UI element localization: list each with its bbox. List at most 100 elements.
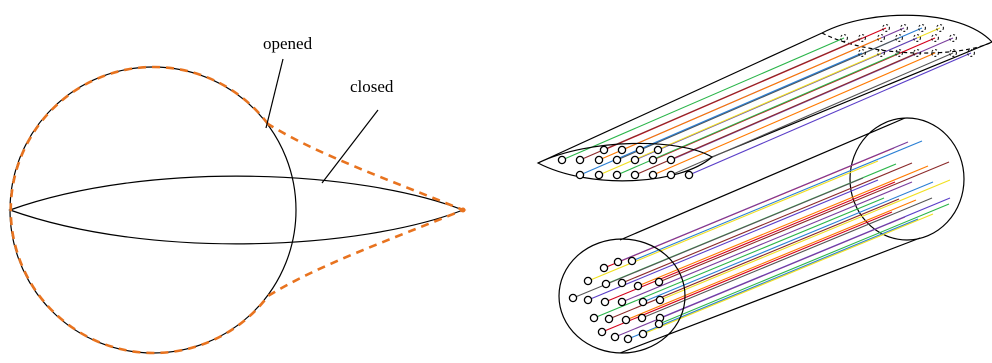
flat-fiber [634, 52, 918, 176]
flat-top-edge [537, 32, 823, 164]
flat-near-end [536, 142, 714, 182]
flat-far-hole [895, 34, 903, 42]
flat-far-hole [931, 49, 939, 57]
flat-far-hole [858, 49, 866, 57]
flat-far-hole [967, 49, 975, 57]
round-fibers [572, 140, 951, 340]
round-fiber [637, 165, 929, 287]
round-fiber [621, 162, 913, 284]
flat-far-hole [882, 24, 890, 32]
flat-far-hole [913, 49, 921, 57]
flat-fibers [561, 27, 972, 176]
round-fiber [604, 181, 896, 303]
round-fiber-hole [617, 297, 627, 307]
flat-fiber-hole [599, 145, 609, 155]
round-fiber [601, 211, 893, 333]
flattened-bundle [536, 14, 992, 182]
flat-far-hole [858, 34, 866, 42]
round-fiber-hole [583, 295, 593, 305]
round-fiber [627, 218, 919, 340]
round-fiber-hole [654, 277, 664, 287]
profile-figure: opened closed [8, 34, 467, 355]
round-fiber-hole [617, 278, 627, 288]
flat-fiber-hole [612, 155, 622, 165]
round-fiber [587, 179, 879, 301]
round-fiber-hole [604, 314, 614, 324]
flat-fiber-hole [617, 145, 627, 155]
round-fiber [642, 181, 934, 303]
round-fiber-hole [610, 332, 620, 342]
flat-fiber-hole [684, 170, 694, 180]
flat-fiber [688, 52, 972, 176]
round-fiber-hole [637, 313, 647, 323]
round-fiber [658, 161, 950, 283]
dashed-teardrop-profile [9, 65, 467, 355]
round-fiber [621, 181, 913, 303]
round-fiber-hole [654, 319, 664, 329]
round-top-edge [619, 117, 906, 241]
flat-far-hole [877, 34, 885, 42]
flat-fiber-hole [653, 145, 663, 155]
round-fiber [593, 197, 885, 319]
flat-fiber-hole [575, 170, 585, 180]
flat-fiber-hole [612, 170, 622, 180]
round-fiber-hole [568, 293, 578, 303]
flat-far-end-top [821, 14, 992, 43]
flat-far-hole [913, 34, 921, 42]
closed-lens [8, 175, 465, 245]
round-bundle [558, 117, 965, 354]
round-fiber-hole [599, 263, 609, 273]
round-fiber-holes [568, 256, 665, 344]
flat-far-hole [918, 24, 926, 32]
round-fiber-hole [583, 276, 593, 286]
round-fiber [642, 213, 934, 335]
flat-fiber-hole [648, 170, 658, 180]
closed-leader-line [321, 109, 379, 184]
flat-far-hole [900, 24, 908, 32]
flat-fiber-hole [594, 170, 604, 180]
flat-fiber [579, 37, 863, 161]
opened-leader-line [265, 58, 284, 129]
flat-fiber-hole [557, 155, 567, 165]
flat-fiber-hole [630, 170, 640, 180]
flat-fiber-hole [575, 155, 585, 165]
round-bottom-edge [619, 237, 921, 354]
flat-far-end-bottom-hidden [821, 32, 992, 54]
flat-far-fiber-holes [840, 24, 975, 57]
flat-far-hole [936, 24, 944, 32]
round-fiber [631, 140, 923, 262]
round-fiber-hole [655, 295, 665, 305]
round-fiber [641, 197, 933, 319]
flat-fiber [598, 37, 882, 161]
closed-label: closed [350, 77, 394, 96]
round-fiber-hole [638, 297, 648, 307]
flat-fiber [670, 52, 954, 176]
flat-far-hole [949, 34, 957, 42]
round-fiber [659, 179, 951, 301]
flat-fiber-hole [666, 155, 676, 165]
round-fiber-hole [621, 315, 631, 325]
round-fiber-hole [638, 329, 648, 339]
flat-fiber-hole [594, 155, 604, 165]
flat-bottom-edge [711, 41, 992, 158]
round-fiber [617, 141, 909, 263]
round-fiber-hole [627, 256, 637, 266]
round-fiber [572, 177, 864, 299]
flat-far-hole [949, 49, 957, 57]
flat-fiber [616, 37, 900, 161]
flat-far-hole [895, 49, 903, 57]
round-fiber-hole [613, 257, 623, 267]
flat-fiber [598, 52, 882, 176]
round-fiber-hole [633, 281, 643, 291]
flat-fiber-hole [630, 155, 640, 165]
round-fiber-hole [589, 313, 599, 323]
opened-label: opened [263, 34, 313, 53]
flat-fiber [616, 52, 900, 176]
flat-fiber-holes [557, 145, 694, 180]
flat-fiber [561, 37, 845, 161]
round-fiber-hole [597, 327, 607, 337]
round-fiber-hole [623, 334, 633, 344]
round-fiber [587, 160, 879, 282]
